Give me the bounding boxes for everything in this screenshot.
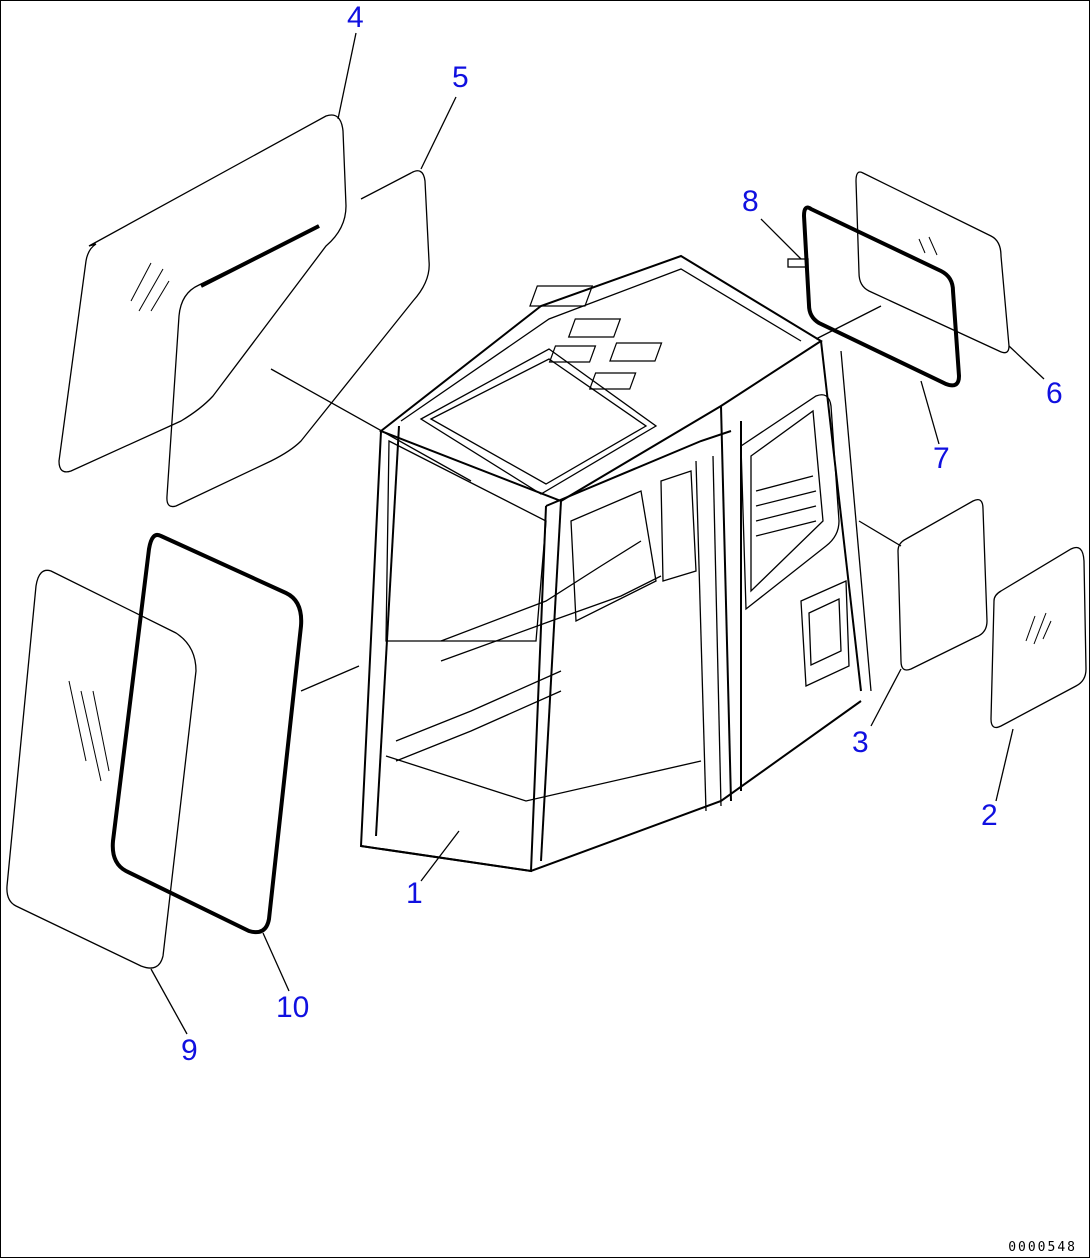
callout-9: 9 (181, 1034, 198, 1067)
part-7-rear-seal (801, 205, 962, 388)
part-5-windshield-seal (166, 170, 430, 508)
part-1-cab-frame (359, 254, 872, 873)
part-9-left-side-glass (6, 569, 197, 969)
part-10-left-side-seal (110, 532, 304, 935)
drawing-code: 0000548 (1008, 1240, 1077, 1255)
part-6-rear-glass (855, 171, 1010, 354)
part-2-right-outer-glass (990, 546, 1087, 729)
callout-1: 1 (406, 877, 423, 910)
callout-2: 2 (981, 799, 998, 832)
callout-6: 6 (1046, 377, 1063, 410)
callout-5: 5 (452, 61, 469, 94)
part-8-pin (787, 258, 809, 268)
callout-3: 3 (852, 726, 869, 759)
leader-lines (150, 32, 1045, 1035)
callout-8: 8 (742, 185, 759, 218)
callout-10: 10 (276, 991, 310, 1024)
part-4-front-glass (58, 114, 347, 473)
callout-7: 7 (933, 442, 950, 475)
part-3-right-side-glass (897, 498, 988, 671)
callout-4: 4 (347, 1, 364, 34)
